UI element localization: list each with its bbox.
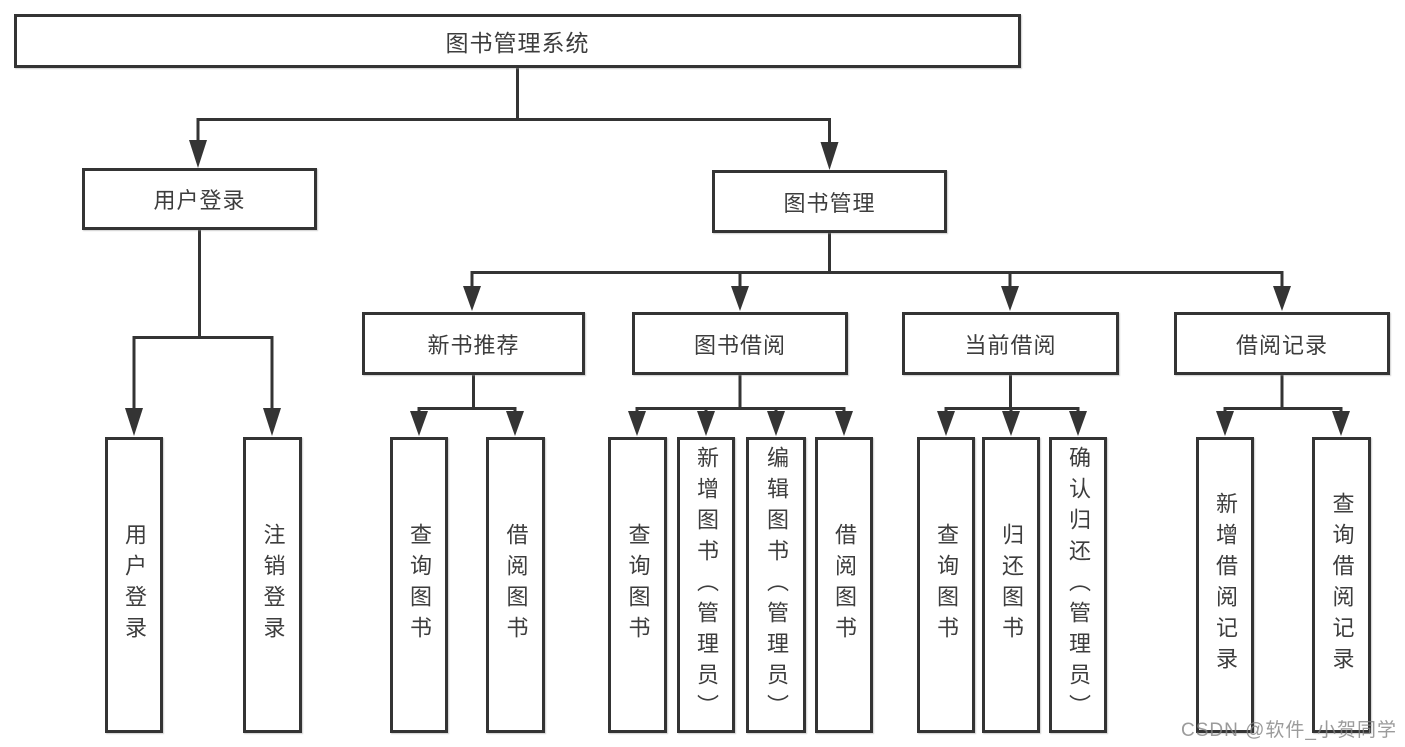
leaf-query-books-borrowing: 查询图书: [608, 437, 667, 733]
node-new-book-recommend: 新书推荐: [362, 312, 585, 375]
leaf-user-login: 用户登录: [105, 437, 163, 733]
node-label: 注销登录: [260, 523, 286, 647]
node-label: 借阅图书: [832, 523, 857, 647]
leaf-borrow-book-borrowing: 借阅图书: [815, 437, 873, 733]
node-label: 新书推荐: [427, 332, 520, 358]
node-current-borrowing: 当前借阅: [902, 312, 1119, 375]
leaf-add-borrow-record: 新增借阅记录: [1196, 437, 1254, 733]
leaf-borrow-book-recommend: 借阅图书: [486, 437, 545, 733]
node-label: 确认归还（管理员）: [1066, 445, 1091, 725]
node-label: 图书管理系统: [445, 30, 590, 56]
node-label: 图书管理: [783, 190, 876, 216]
leaf-return-book: 归还图书: [982, 437, 1040, 733]
node-book-borrowing: 图书借阅: [632, 312, 848, 375]
leaf-query-books-recommend: 查询图书: [390, 437, 448, 733]
node-library-management-system: 图书管理系统: [14, 14, 1021, 68]
node-label: 查询图书: [407, 523, 432, 647]
leaf-query-books-current: 查询图书: [917, 437, 975, 733]
node-label: 图书借阅: [693, 332, 786, 358]
connector-root-to-level2: [189, 68, 839, 170]
node-label: 查询图书: [625, 523, 651, 647]
node-label: 用户登录: [153, 188, 246, 213]
node-label: 归还图书: [999, 523, 1024, 647]
leaf-add-book-admin: 新增图书（管理员）: [677, 437, 735, 733]
node-label: 当前借阅: [964, 332, 1057, 358]
node-label: 查询借阅记录: [1329, 492, 1355, 678]
connector-book-borrow-children: [628, 375, 853, 436]
node-label: 借阅记录: [1235, 332, 1328, 358]
leaf-edit-book-admin: 编辑图书（管理员）: [746, 437, 806, 733]
node-borrow-records: 借阅记录: [1174, 312, 1390, 375]
node-label: 新增借阅记录: [1213, 492, 1238, 678]
node-label: 查询图书: [934, 523, 959, 647]
node-book-management: 图书管理: [712, 170, 947, 233]
leaf-logout: 注销登录: [243, 437, 302, 733]
node-label: 编辑图书（管理员）: [764, 445, 789, 725]
connector-borrow-record-children: [1216, 375, 1350, 436]
connector-new-book-children: [410, 375, 524, 436]
leaf-query-borrow-record: 查询借阅记录: [1312, 437, 1371, 733]
node-label: 用户登录: [122, 523, 147, 647]
node-user-login: 用户登录: [82, 168, 317, 230]
leaf-confirm-return-admin: 确认归还（管理员）: [1049, 437, 1107, 733]
node-label: 新增图书（管理员）: [694, 445, 719, 725]
connector-current-borrow-children: [937, 375, 1087, 436]
node-label: 借阅图书: [503, 523, 529, 647]
connector-book-management-children: [463, 233, 1291, 311]
csdn-watermark: CSDN @软件_小贺同学: [1181, 720, 1397, 741]
connector-user-login-children: [125, 230, 281, 436]
